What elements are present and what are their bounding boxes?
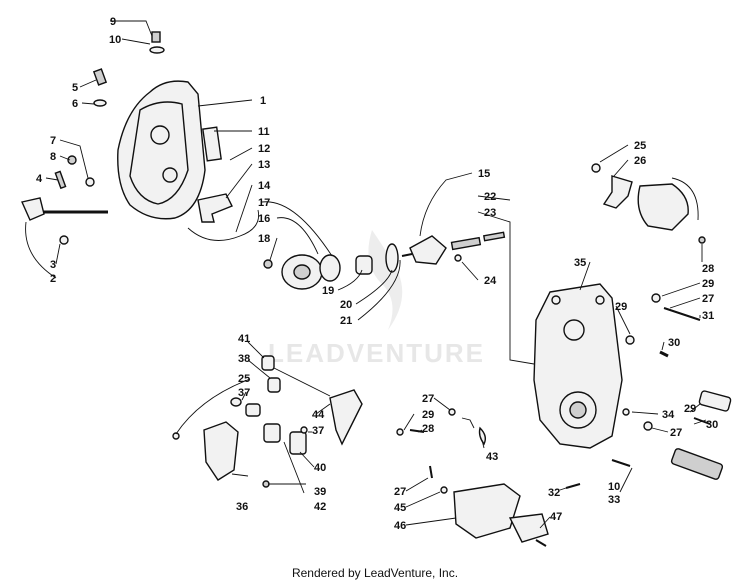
callout-17: 17: [258, 197, 270, 209]
callout-28-center: 28: [422, 423, 434, 435]
center-fasteners: [396, 408, 487, 446]
dipstick: [92, 68, 108, 107]
callout-25-top: 25: [634, 140, 646, 152]
callout-25-left: 25: [238, 373, 250, 385]
lower-housing: [429, 465, 549, 547]
gearcase: [533, 283, 623, 449]
callout-5: 5: [72, 82, 78, 94]
callout-3: 3: [50, 259, 56, 271]
callout-35: 35: [574, 257, 586, 269]
tensioner-group: [401, 231, 506, 265]
plate-11: [202, 126, 222, 162]
callout-41: 41: [238, 333, 250, 345]
sprocket-group: [263, 243, 399, 290]
footer-credit: Rendered by LeadVenture, Inc.: [291, 566, 459, 580]
callout-26: 26: [634, 155, 646, 167]
chaincase-cover: [117, 80, 206, 220]
idler-group: [172, 355, 363, 488]
callout-6: 6: [72, 98, 78, 110]
callout-46: 46: [394, 520, 406, 532]
callout-45: 45: [394, 502, 406, 514]
callout-2: 2: [50, 273, 56, 285]
callout-37-mid: 37: [312, 425, 324, 437]
fitting-top: [149, 31, 165, 54]
callout-28-top: 28: [702, 263, 714, 275]
upper-right-bracket: [591, 163, 706, 244]
callout-42: 42: [314, 501, 326, 513]
callout-10-right: 10: [608, 481, 620, 493]
bolt-8: [67, 155, 77, 165]
leader-lines: [25, 20, 707, 529]
callout-15: 15: [478, 168, 490, 180]
callout-29-right-b: 29: [615, 301, 627, 313]
bolt-32: [565, 483, 581, 489]
callout-31: 31: [702, 310, 714, 322]
callout-16: 16: [258, 213, 270, 225]
callout-43: 43: [486, 451, 498, 463]
callout-27-center: 27: [422, 393, 434, 405]
callout-32: 32: [548, 487, 560, 499]
callout-18: 18: [258, 233, 270, 245]
callout-24: 24: [484, 275, 497, 287]
callout-34: 34: [662, 409, 675, 421]
callout-27-right: 27: [702, 293, 714, 305]
callout-40: 40: [314, 462, 326, 474]
callout-12: 12: [258, 143, 270, 155]
callout-9: 9: [110, 16, 116, 28]
washer-7: [85, 177, 95, 187]
callout-27-lower: 27: [394, 486, 406, 498]
watermark: LEADVENTURE: [268, 230, 485, 368]
callout-22: 22: [484, 191, 496, 203]
callout-19: 19: [322, 285, 334, 297]
callout-44: 44: [312, 409, 325, 421]
callout-29-right-c: 29: [684, 403, 696, 415]
callout-14: 14: [258, 180, 271, 192]
watermark-text: LEADVENTURE: [268, 338, 485, 368]
right-fasteners: [622, 293, 732, 480]
callout-29-right-a: 29: [702, 278, 714, 290]
callout-8: 8: [50, 151, 56, 163]
callout-20: 20: [340, 299, 352, 311]
callout-33: 33: [608, 494, 620, 506]
callout-29-center: 29: [422, 409, 434, 421]
callout-23: 23: [484, 207, 496, 219]
callout-27-right-b: 27: [670, 427, 682, 439]
callout-4: 4: [36, 173, 43, 185]
spring-14: [187, 209, 260, 241]
callout-11: 11: [258, 126, 270, 138]
callout-30-right-a: 30: [668, 337, 680, 349]
callout-37-left: 37: [238, 387, 250, 399]
callout-39: 39: [314, 486, 326, 498]
callout-30-right-b: 30: [706, 419, 718, 431]
bracket-13: [197, 193, 233, 223]
callout-1: 1: [260, 95, 266, 107]
callout-47: 47: [550, 511, 562, 523]
callout-7: 7: [50, 135, 56, 147]
callout-21: 21: [340, 315, 352, 327]
callout-38: 38: [238, 353, 250, 365]
callout-10: 10: [109, 34, 121, 46]
callout-labels: 1 2 3 4 5 6 7 8 9 10 11 12 13 14 15 16 1…: [36, 16, 718, 532]
callout-36: 36: [236, 501, 248, 513]
callout-13: 13: [258, 159, 270, 171]
shift-shaft: [21, 170, 108, 245]
